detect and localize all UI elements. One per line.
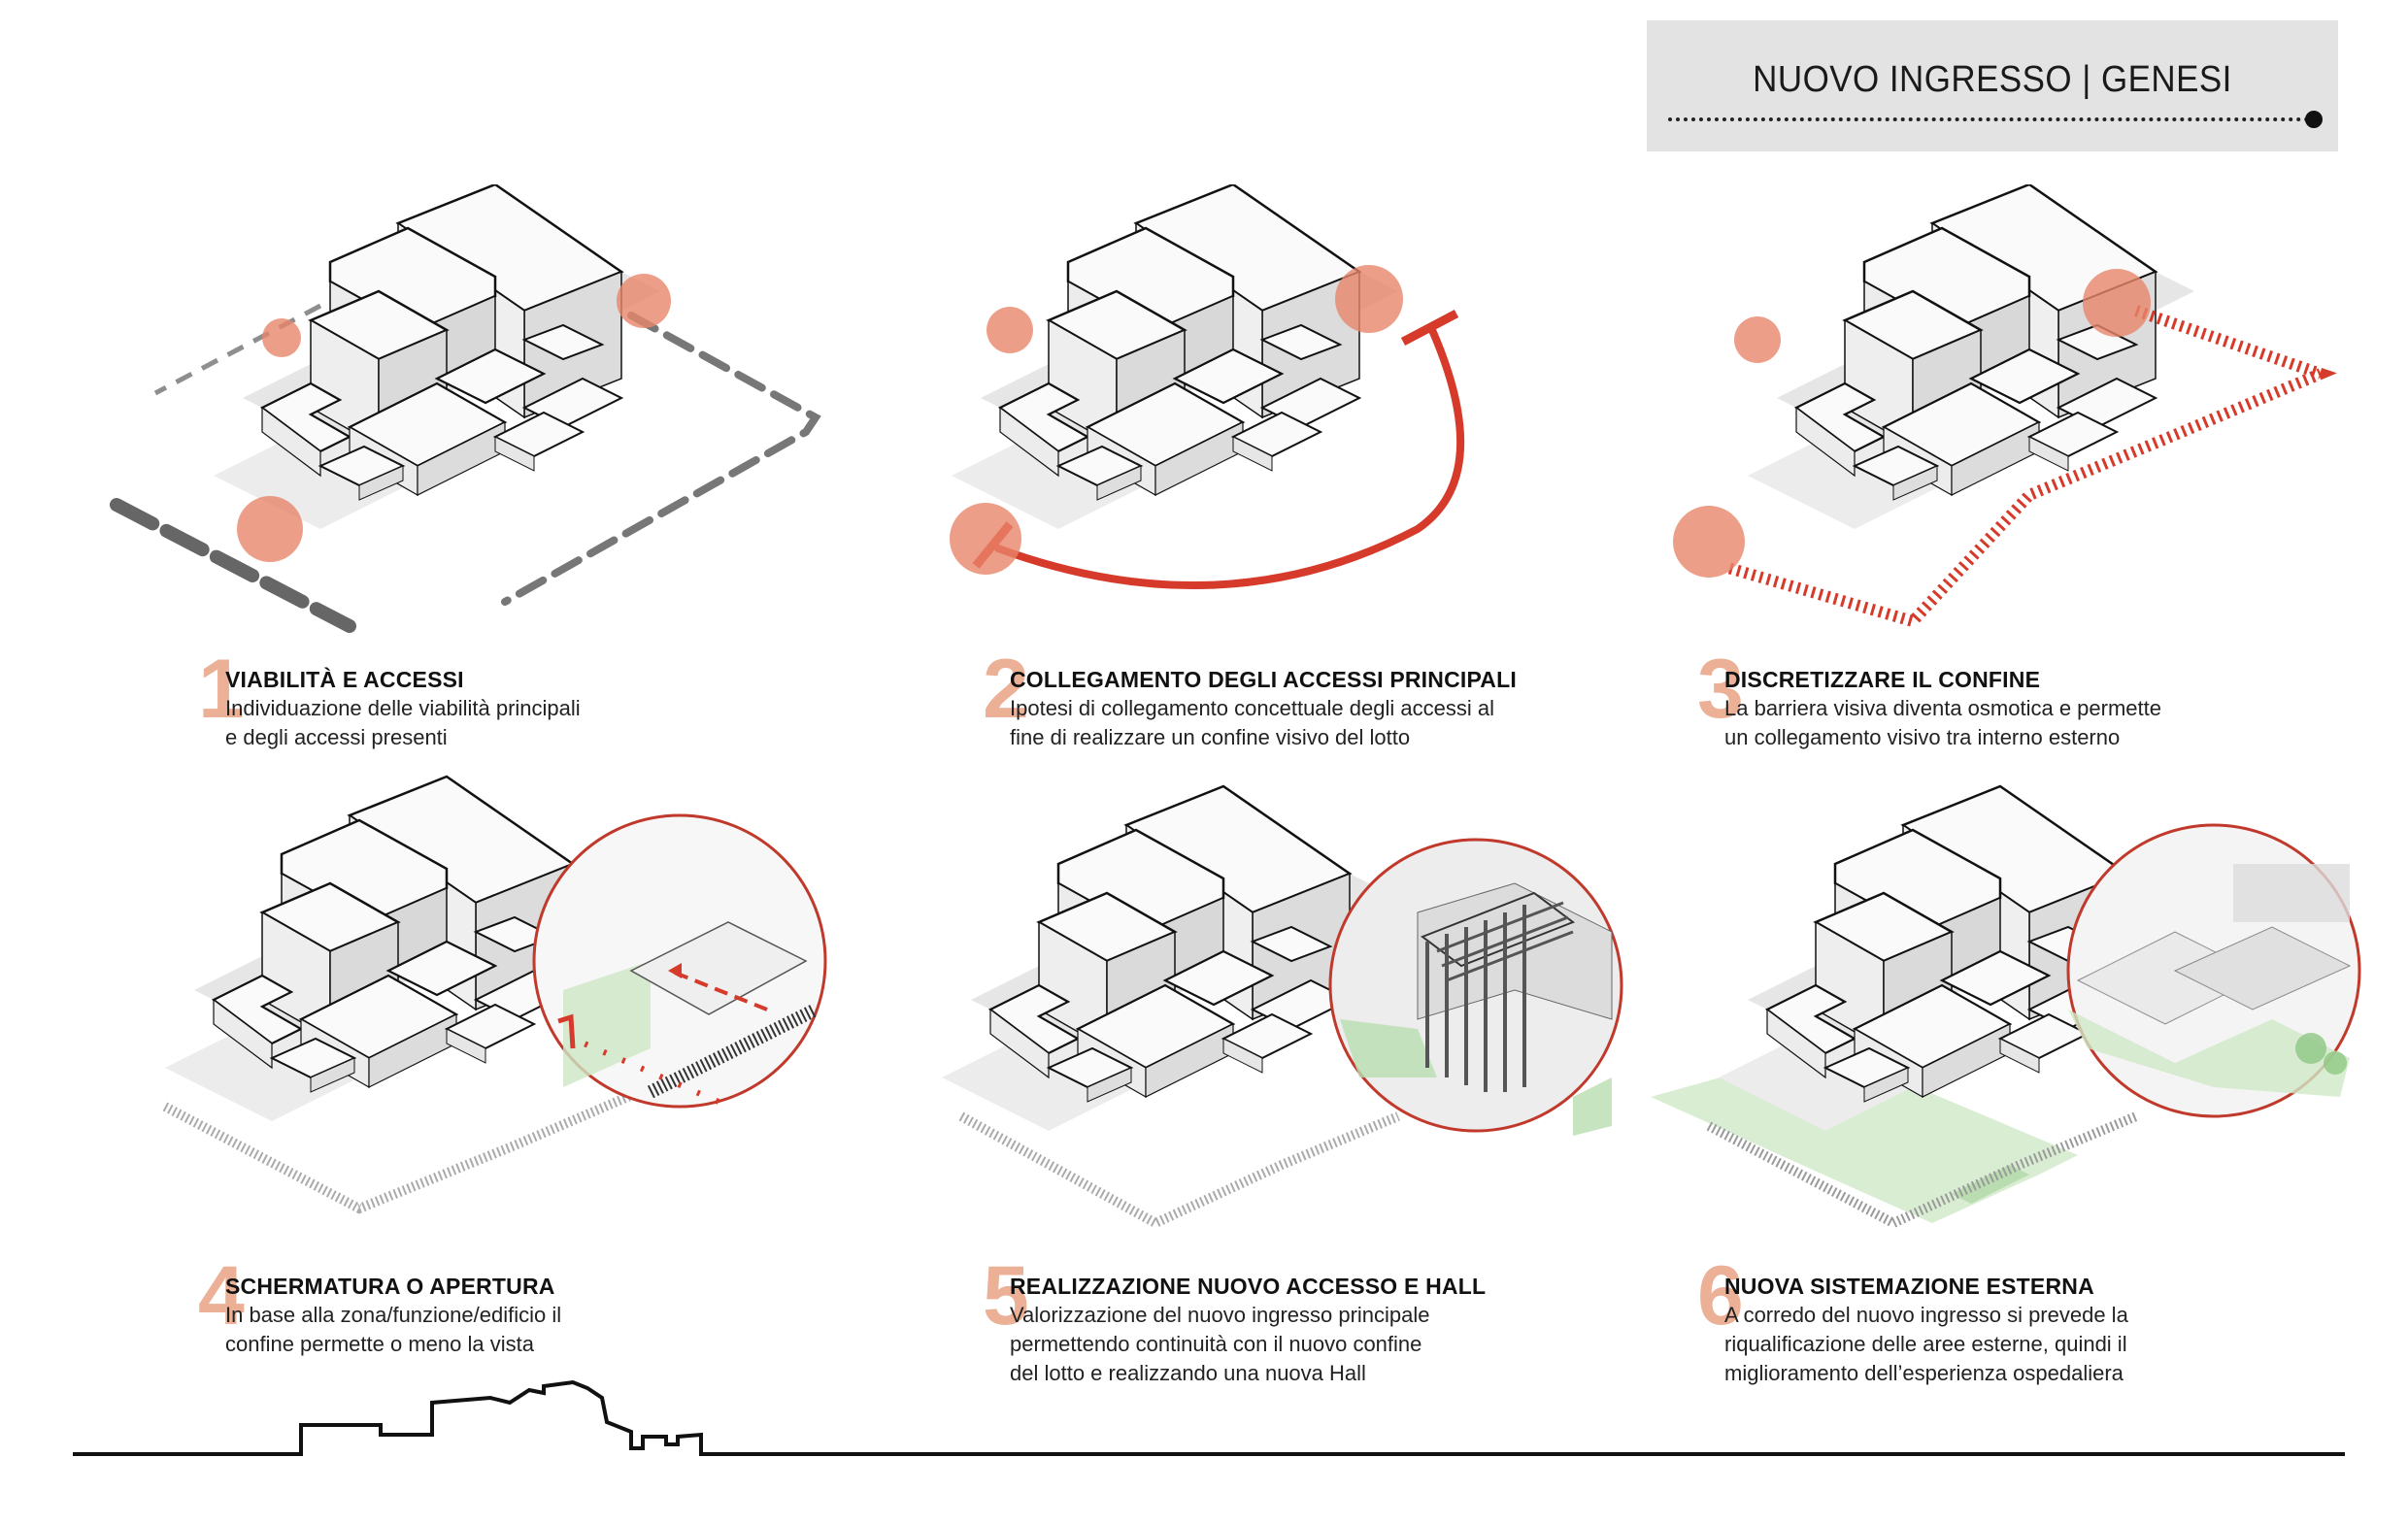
step-number: 5	[983, 1249, 1029, 1342]
step-description-line: del lotto e realizzando una nuova Hall	[1010, 1361, 1366, 1385]
step-number: 6	[1697, 1249, 1744, 1342]
step-title: VIABILITÀ E ACCESSI	[225, 667, 464, 692]
step-description-line: e degli accessi presenti	[225, 725, 448, 749]
step-4-diagram	[107, 767, 845, 1310]
step-description-line: La barriera visiva diventa osmotica e pe…	[1724, 696, 2161, 720]
step-description-line: Individuazione delle viabilità principal…	[225, 696, 581, 720]
step-description-line: Valorizzazione del nuovo ingresso princi…	[1010, 1303, 1430, 1327]
step-6-diagram	[1631, 767, 2369, 1310]
step-4-caption: 4 SCHERMATURA O APERTURA In base alla zo…	[198, 1254, 769, 1359]
step-2-caption: 2 COLLEGAMENTO DEGLI ACCESSI PRINCIPALI …	[983, 647, 1554, 752]
step-description-line: miglioramento dell’esperienza ospedalier…	[1724, 1361, 2124, 1385]
step-3-caption: 3 DISCRETIZZARE IL CONFINE La barriera v…	[1697, 647, 2268, 752]
step-title: NUOVA SISTEMAZIONE ESTERNA	[1724, 1274, 2094, 1299]
step-3-diagram	[1631, 184, 2369, 728]
step-description-line: Ipotesi di collegamento concettuale degl…	[1010, 696, 1494, 720]
title-dot-end	[2305, 111, 2323, 128]
step-description-line: permettendo continuità con il nuovo conf…	[1010, 1332, 1422, 1356]
step-description-line: confine permette o meno la vista	[225, 1332, 534, 1356]
step-description-line: riqualificazione delle aree esterne, qui…	[1724, 1332, 2127, 1356]
step-6-caption: 6 NUOVA SISTEMAZIONE ESTERNA A corredo d…	[1697, 1254, 2268, 1388]
step-2-diagram	[874, 184, 1612, 728]
title-dotted-line	[1668, 117, 2309, 121]
skyline-line	[73, 1379, 2345, 1456]
title-box: NUOVO INGRESSO | GENESI	[1647, 20, 2338, 151]
step-title: DISCRETIZZARE IL CONFINE	[1724, 667, 2041, 692]
step-description-line: un collegamento visivo tra interno ester…	[1724, 725, 2121, 749]
step-number: 4	[198, 1249, 245, 1342]
step-5-caption: 5 REALIZZAZIONE NUOVO ACCESSO E HALL Val…	[983, 1254, 1554, 1388]
step-title: REALIZZAZIONE NUOVO ACCESSO E HALL	[1010, 1274, 1487, 1299]
step-description-line: A corredo del nuovo ingresso si prevede …	[1724, 1303, 2128, 1327]
step-5-diagram	[893, 767, 1631, 1310]
step-description-line: In base alla zona/funzione/edificio il	[225, 1303, 562, 1327]
step-1-caption: 1 VIABILITÀ E ACCESSI Individuazione del…	[198, 647, 769, 752]
step-number: 1	[198, 643, 245, 736]
step-title: SCHERMATURA O APERTURA	[225, 1274, 555, 1299]
step-description-line: fine di realizzare un confine visivo del…	[1010, 725, 1411, 749]
step-number: 2	[983, 643, 1029, 736]
step-title: COLLEGAMENTO DEGLI ACCESSI PRINCIPALI	[1010, 667, 1517, 692]
step-1-diagram	[87, 184, 825, 728]
step-number: 3	[1697, 643, 1744, 736]
page-title: NUOVO INGRESSO | GENESI	[1753, 59, 2232, 100]
